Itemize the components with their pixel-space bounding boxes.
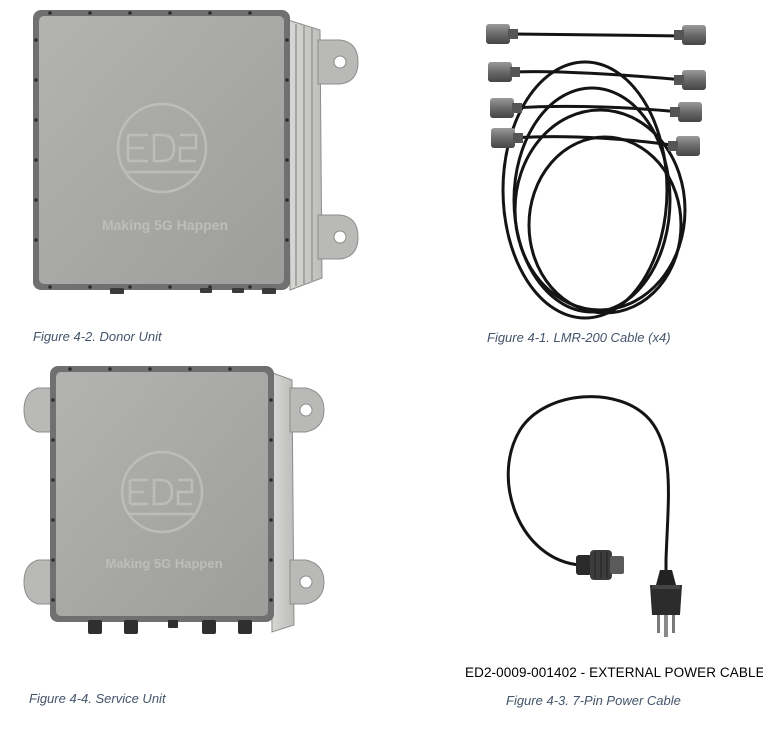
power-cable-image — [506, 395, 682, 637]
power-cable-part-label: ED2-0009-001402 - EXTERNAL POWER CABLE — [465, 665, 763, 680]
mains-plug — [650, 570, 682, 637]
lmr200-connector-left — [486, 24, 523, 148]
lmr200-cables-image — [486, 24, 706, 320]
ed2-logo-emboss — [120, 450, 204, 534]
figure-caption-donor-unit: Figure 4-2. Donor Unit — [33, 329, 162, 344]
lmr200-connector-right — [668, 25, 706, 156]
figure-caption-lmr200-cable: Figure 4-1. LMR-200 Cable (x4) — [487, 330, 671, 345]
donor-unit-logo-text: Making 5G Happen — [102, 217, 228, 233]
figure-caption-service-unit: Figure 4-4. Service Unit — [29, 691, 166, 706]
service-unit-image — [23, 366, 325, 634]
figure-caption-power-cable: Figure 4-3. 7-Pin Power Cable — [506, 693, 681, 708]
ed2-logo-emboss — [116, 102, 208, 194]
seven-pin-connector — [576, 550, 624, 580]
service-unit-logo-text: Making 5G Happen — [105, 556, 222, 571]
donor-unit-image — [33, 10, 359, 294]
